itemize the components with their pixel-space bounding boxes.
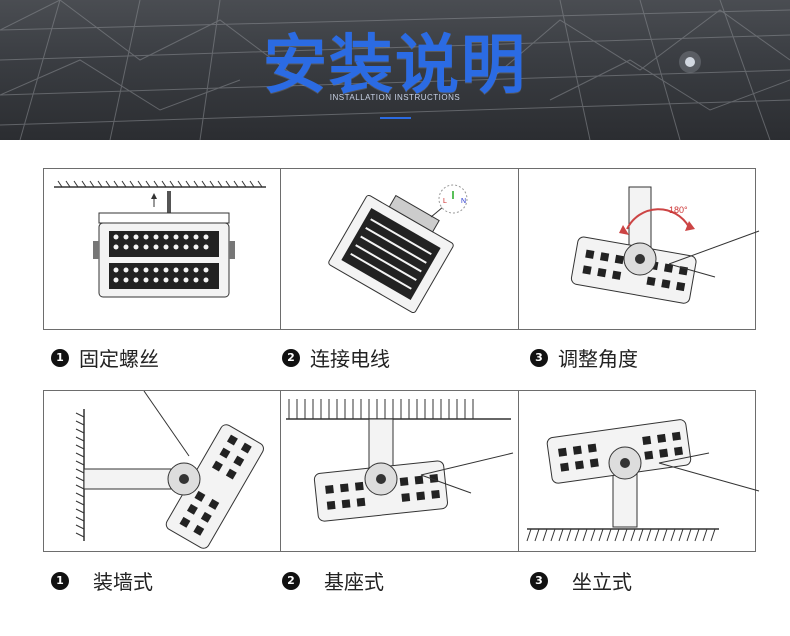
rotate-angle-label: 180° bbox=[669, 205, 688, 215]
step-label: 调整角度 bbox=[558, 347, 638, 371]
mount-label: 装墙式 bbox=[93, 570, 153, 594]
diagram-connect-wires: L N bbox=[281, 169, 519, 329]
header-banner: 安装说明 INSTALLATION INSTRUCTIONS bbox=[0, 0, 790, 140]
mount-floor: 3 坐立式 bbox=[530, 566, 632, 595]
step-connect-wires: 2 连接电线 bbox=[282, 343, 390, 372]
step-number-badge: 2 bbox=[282, 348, 300, 367]
mount-wall: 1 装墙式 bbox=[51, 566, 153, 595]
step-number-badge: 3 bbox=[530, 571, 548, 590]
wire-n-label: N bbox=[461, 198, 466, 205]
mount-base: 2 基座式 bbox=[282, 566, 384, 595]
page-title: 安装说明 bbox=[263, 29, 527, 103]
mount-label: 基座式 bbox=[324, 570, 384, 594]
roof-truss-background bbox=[0, 0, 790, 140]
step-number-badge: 1 bbox=[51, 348, 69, 367]
step-label: 固定螺丝 bbox=[79, 347, 159, 371]
diagram-fix-screws bbox=[44, 169, 282, 329]
wire-l-label: L bbox=[443, 198, 447, 205]
step-number-badge: 1 bbox=[51, 571, 69, 590]
page-subtitle: INSTALLATION INSTRUCTIONS bbox=[329, 93, 461, 102]
mount-label: 坐立式 bbox=[572, 570, 632, 594]
diagram-adjust-angle: 180° bbox=[519, 169, 759, 329]
diagram-base-mount bbox=[281, 391, 519, 551]
step-label: 连接电线 bbox=[310, 347, 390, 371]
installation-steps-panel: L N 180° bbox=[43, 168, 759, 330]
step-number-badge: 3 bbox=[530, 348, 548, 367]
step-adjust-angle: 3 调整角度 bbox=[530, 343, 638, 372]
mounting-types-panel bbox=[43, 390, 759, 552]
title-underline bbox=[380, 117, 411, 119]
diagram-floor-mount bbox=[519, 391, 759, 551]
step-number-badge: 2 bbox=[282, 571, 300, 590]
diagram-wall-mount bbox=[44, 391, 282, 551]
step-fix-screws: 1 固定螺丝 bbox=[51, 343, 159, 372]
